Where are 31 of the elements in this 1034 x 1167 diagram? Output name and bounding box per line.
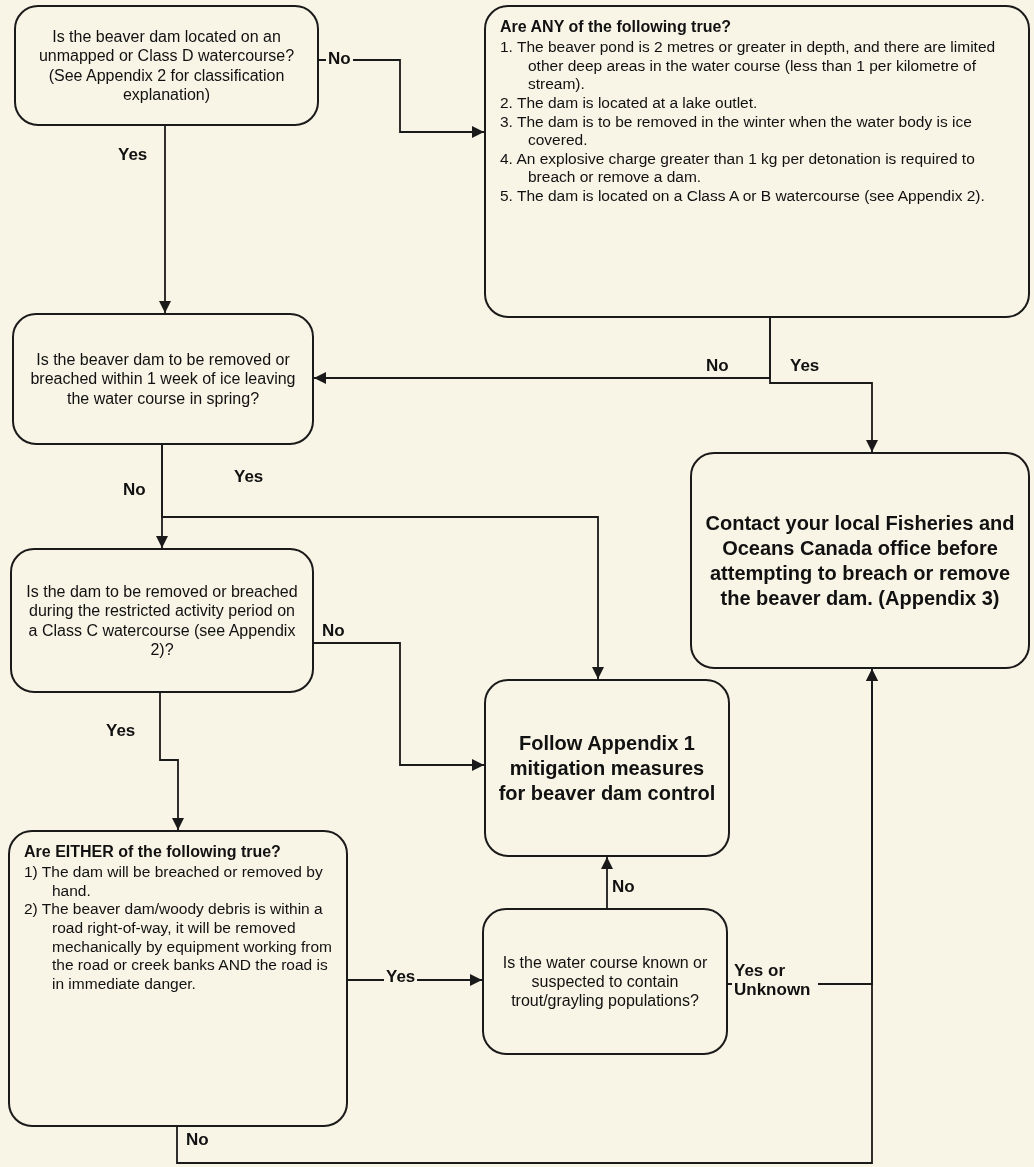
question-heading: Are EITHER of the following true? — [24, 842, 282, 862]
list-item: 2) The beaver dam/woody debris is within a road right-of-way, it will be removed mechanically by equipment working from the road or creek banks AND the road is in immediate danger. — [24, 900, 332, 994]
decision-box — [8, 830, 348, 1127]
arrow — [159, 692, 184, 831]
list-item: 5. The dam is located on a Class A or B watercourse (see Appendix 2). — [500, 186, 986, 206]
arrow — [313, 642, 485, 771]
question-text: Is the beaver dam located on an unmapped or Class D watercourse? (See Appendix 2 for classification explanation) — [37, 27, 296, 104]
arrow — [601, 856, 613, 909]
outcome-text: Contact your local Fisheries and Oceans Canada office before attempting to breach or remove the beaver dam. (Appendix 3) — [704, 510, 1016, 611]
arrow — [161, 444, 604, 680]
decision-box — [482, 908, 728, 1055]
list-item: 4. An explosive charge greater than 1 kg per detonation is required to breach or remove a dam. — [500, 149, 976, 187]
question-text: Is the dam to be removed or breached during the restricted activity period on a Class C watercourse (see Appendix 2)? — [25, 582, 299, 659]
decision-box — [484, 5, 1030, 318]
arrow — [176, 668, 878, 1164]
outcome-text: Follow Appendix 1 mitigation measures for beaver dam control — [498, 730, 716, 806]
list-item: 3. The dam is to be removed in the winter when the water body is ice covered. — [500, 112, 973, 150]
arrow — [769, 317, 878, 453]
outcome-box — [484, 679, 730, 857]
decision-box — [14, 5, 319, 126]
arrow — [159, 125, 171, 314]
list-item: 1. The beaver pond is 2 metres or greater in depth, and there are limited other deep areas in the water course (less than 1 per kilometre of stream). — [500, 38, 997, 94]
decision-box — [10, 548, 314, 693]
list-item: 2. The dam is located at a lake outlet. — [500, 93, 759, 113]
arrow — [318, 59, 485, 138]
list-item: 1) The dam will be breached or removed by hand. — [24, 863, 324, 901]
question-text: Is the beaver dam to be removed or breached within 1 week of ice leaving the water course in spring? — [29, 350, 297, 408]
question-text: Is the water course known or suspected to contain trout/grayling populations? — [501, 952, 709, 1011]
outcome-box — [690, 452, 1030, 669]
decision-box — [12, 313, 314, 445]
question-heading: Are ANY of the following true? — [500, 17, 733, 37]
